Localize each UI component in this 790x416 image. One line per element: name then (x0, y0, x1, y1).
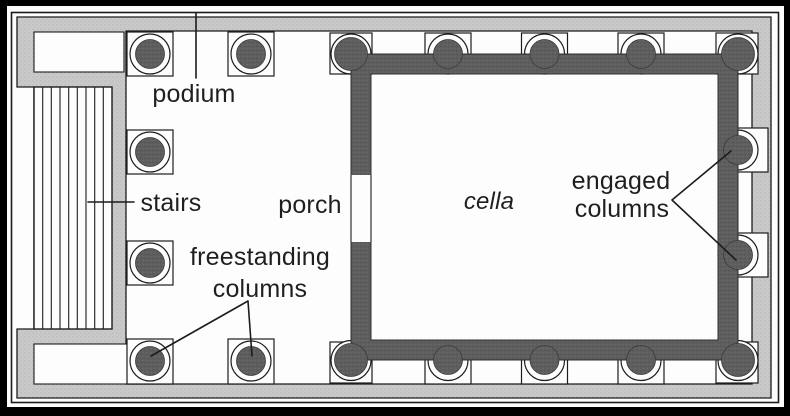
freestanding-column (135, 248, 165, 278)
freestanding-column (135, 346, 165, 376)
door-gap (349, 175, 373, 242)
label-freestanding-columns-line1: freestanding (190, 243, 330, 271)
engaged-column (529, 345, 560, 375)
freestanding-column (135, 137, 165, 167)
stairs-treads (42, 87, 104, 329)
corner-column (721, 37, 755, 71)
label-engaged-columns-line1: engaged (572, 167, 671, 195)
corner-column (721, 343, 755, 377)
label-freestanding-columns-line2: columns (213, 275, 308, 303)
engaged-column (626, 39, 656, 69)
engaged-column (723, 135, 753, 165)
engaged-leader-lines (671, 150, 737, 261)
engaged-column (626, 345, 656, 375)
engaged-column (529, 39, 560, 69)
column-shafts (135, 37, 755, 377)
label-engaged-columns-line2: columns (575, 195, 670, 223)
engaged-column (433, 39, 463, 69)
corner-column (334, 343, 368, 377)
engaged-column (723, 240, 753, 270)
freestanding-column (236, 39, 266, 69)
label-cella: cella (464, 188, 514, 215)
label-stairs: stairs (141, 189, 202, 217)
podium-inset-top (33, 31, 125, 73)
stairs-area (33, 86, 113, 330)
plan-border (10, 11, 780, 404)
freestanding-column (135, 39, 165, 69)
label-porch: porch (278, 191, 342, 219)
corner-column (334, 37, 368, 71)
engaged-column (433, 345, 463, 375)
label-podium: podium (152, 80, 235, 108)
freestanding-leader-lines (150, 300, 253, 357)
